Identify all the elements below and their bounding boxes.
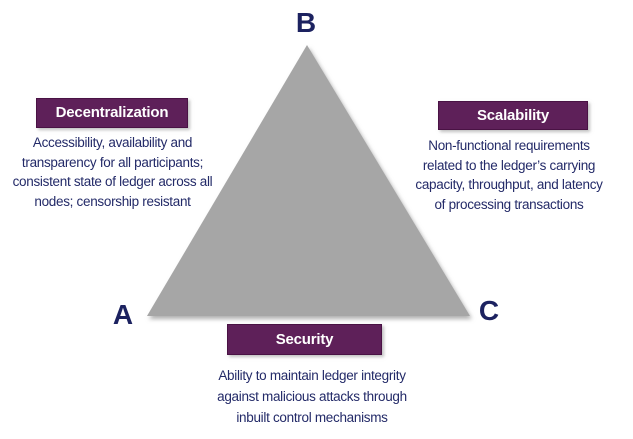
description-line: of processing transactions bbox=[434, 196, 584, 212]
description-line: capacity, throughput, and latency bbox=[415, 177, 603, 192]
vertex-label-c: C bbox=[478, 295, 500, 326]
description-line: against malicious attacks through bbox=[217, 389, 407, 404]
decentralization-title-badge: Decentralization bbox=[36, 98, 188, 128]
description-line: Ability to maintain ledger integrity bbox=[218, 368, 406, 383]
decentralization-description: Accessibility, availability and transpar… bbox=[0, 133, 225, 211]
scalability-description: Non-functional requirements related to t… bbox=[397, 136, 621, 214]
vertex-label-b: B bbox=[295, 7, 317, 38]
description-line: consistent state of ledger across all bbox=[12, 174, 213, 189]
description-line: nodes; censorship resistant bbox=[34, 193, 191, 209]
description-line: related to the ledger’s carrying bbox=[422, 157, 596, 173]
description-line: Accessibility, availability and bbox=[32, 135, 193, 150]
description-line: transparency for all participants; bbox=[21, 154, 204, 170]
description-line: inbuilt control mechanisms bbox=[236, 410, 388, 425]
security-title-badge: Security bbox=[227, 324, 382, 355]
scalability-title-badge: Scalability bbox=[438, 101, 588, 130]
vertex-label-a: A bbox=[112, 299, 134, 330]
security-description: Ability to maintain ledger integrity aga… bbox=[192, 365, 432, 428]
triangle-shape bbox=[147, 45, 470, 316]
description-line: Non-functional requirements bbox=[428, 138, 590, 153]
